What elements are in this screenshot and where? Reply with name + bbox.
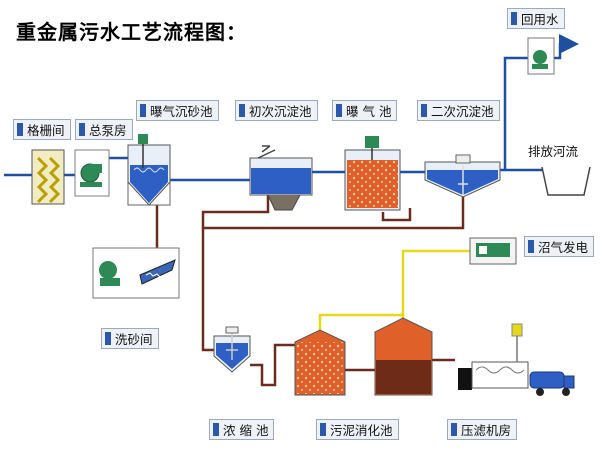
gas-pipe-to-generator xyxy=(401,249,470,318)
label-sludge-digester: 污泥消化池 xyxy=(316,419,399,440)
reuse-water-pump xyxy=(527,37,555,75)
thickener-tank xyxy=(213,326,251,373)
filter-press-unit xyxy=(458,323,529,390)
aeration-tank xyxy=(344,136,401,211)
page-title: 重金属污水工艺流程图： xyxy=(16,20,247,44)
sludge-pipe-thickener-to-digester xyxy=(250,343,295,387)
sludge-truck xyxy=(529,371,575,396)
discharge-river xyxy=(541,166,591,196)
grille-screen-unit xyxy=(31,149,65,205)
water-pipe-to-reuse xyxy=(503,56,530,170)
label-aeration-tank: 曝 气 池 xyxy=(332,100,398,121)
label-grille: 格栅间 xyxy=(13,119,71,140)
biogas-generator xyxy=(469,237,517,265)
secondary-settling-tank xyxy=(424,154,501,198)
sludge-pipe-primary-drop xyxy=(201,195,270,228)
label-pump-house: 总泵房 xyxy=(75,119,133,140)
gas-pipe-digester-top xyxy=(318,313,403,330)
label-aerated-grit-chamber: 曝气沉砂池 xyxy=(136,100,219,121)
sludge-digester-2 xyxy=(374,317,433,396)
sludge-pipe-return-to-thickener xyxy=(201,197,465,352)
main-pump-unit xyxy=(74,149,110,197)
label-reuse-water: 回用水 xyxy=(507,8,565,29)
sludge-digester-1 xyxy=(294,329,346,396)
sludge-pipe-aeration-return xyxy=(381,208,412,222)
gas-pipes xyxy=(318,249,470,330)
water-pipe-reuse-out xyxy=(552,34,579,60)
label-secondary-settling-tank: 二次沉淀池 xyxy=(417,100,500,121)
aerated-grit-chamber xyxy=(127,134,171,206)
label-thickener: 浓 缩 池 xyxy=(209,419,275,440)
primary-settling-tank xyxy=(249,145,313,211)
sand-washing-unit xyxy=(92,247,180,299)
label-filter-press-room: 压滤机房 xyxy=(447,419,518,440)
label-biogas-power: 沼气发电 xyxy=(524,236,595,257)
label-discharge-river: 排放河流 xyxy=(528,144,579,159)
label-sand-washing-room: 洗砂间 xyxy=(101,328,159,349)
label-primary-settling-tank: 初次沉淀池 xyxy=(235,100,318,121)
